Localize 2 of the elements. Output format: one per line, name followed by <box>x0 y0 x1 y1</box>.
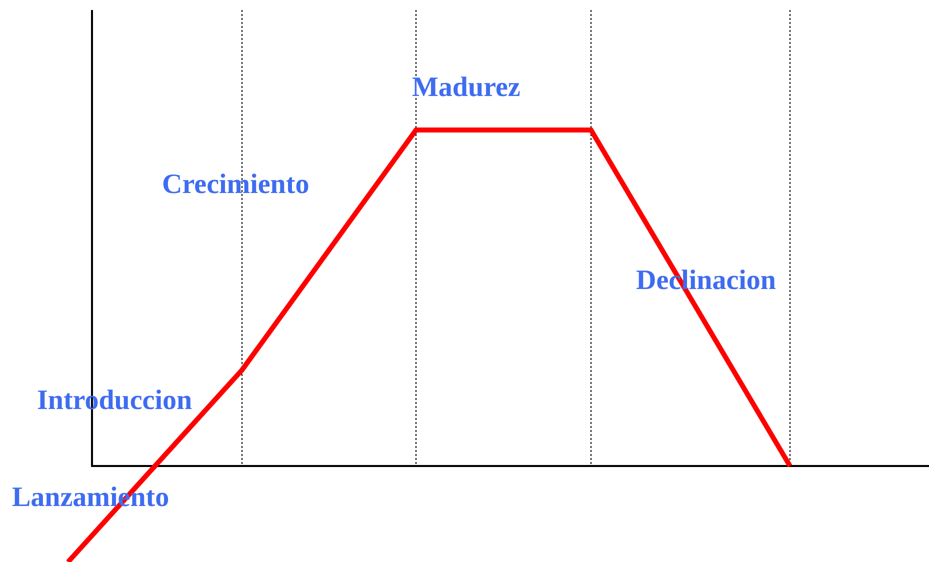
stage-label: Crecimiento <box>162 171 310 199</box>
stage-label: Madurez <box>412 74 520 102</box>
